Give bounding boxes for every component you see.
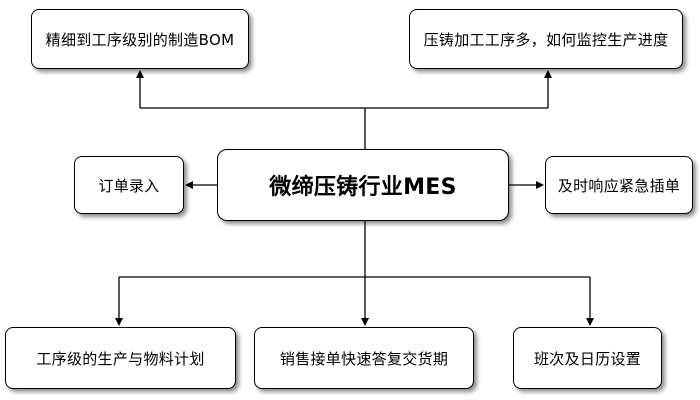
node-production-progress: 压铸加工工序多，如何监控生产进度 [409, 9, 683, 69]
node-order-entry: 订单录入 [74, 156, 184, 214]
node-production-material-plan: 工序级的生产与物料计划 [5, 327, 236, 389]
node-manufacturing-bom: 精细到工序级别的制造BOM [31, 9, 249, 69]
node-central-mes: 微缔压铸行业MES [217, 149, 509, 221]
node-urgent-insert: 及时响应紧急插单 [545, 156, 693, 214]
node-shift-calendar: 班次及日历设置 [513, 327, 662, 389]
node-delivery-reply: 销售接单快速答复交货期 [254, 327, 474, 389]
